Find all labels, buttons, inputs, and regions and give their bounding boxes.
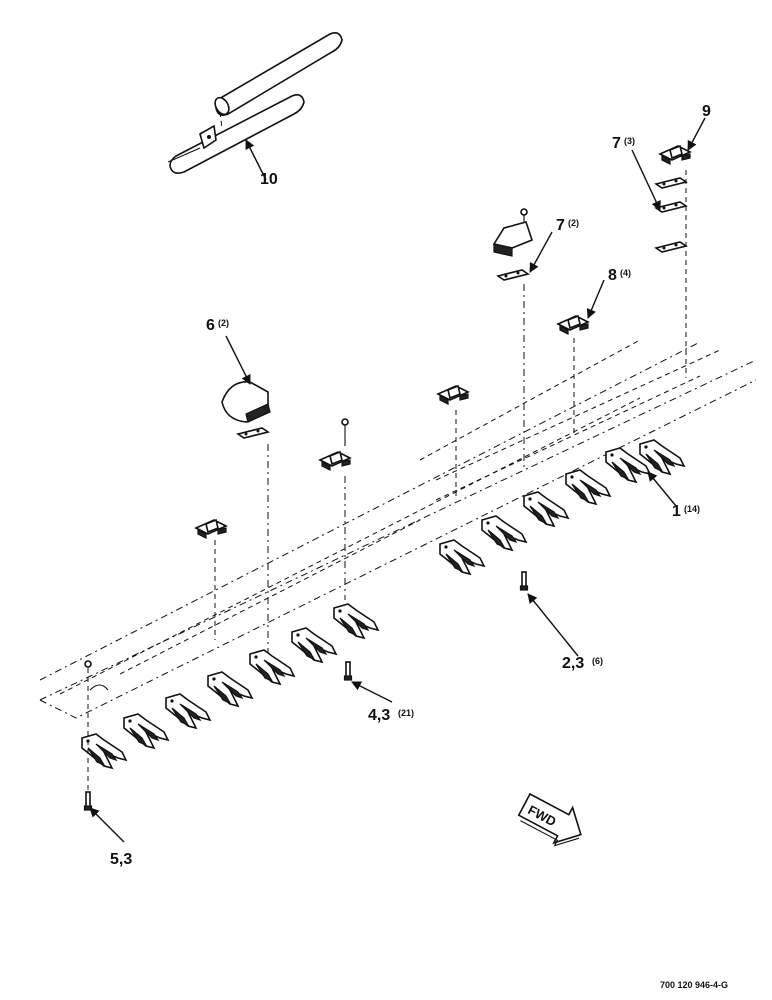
svg-text:7: 7: [556, 217, 565, 234]
svg-text:6: 6: [206, 317, 215, 334]
svg-text:(3): (3): [624, 136, 635, 146]
callout-7-qty-2: 7 (2): [556, 217, 579, 234]
callout-9: 9: [702, 103, 711, 120]
svg-text:(2): (2): [218, 318, 229, 328]
clip-stack-part: [655, 145, 691, 378]
svg-text:(2): (2): [568, 218, 579, 228]
svg-text:4,3: 4,3: [368, 707, 390, 724]
svg-text:7: 7: [612, 135, 621, 152]
bolts: [83, 571, 529, 811]
svg-text:10: 10: [260, 171, 278, 188]
svg-text:(4): (4): [620, 268, 631, 278]
bracket-part: [492, 208, 533, 470]
svg-text:(6): (6): [592, 656, 603, 666]
callout-5-3: 5,3: [110, 851, 132, 868]
callout-8: 8 (4): [608, 267, 631, 284]
svg-text:2,3: 2,3: [562, 655, 584, 672]
callout-10: 10: [260, 171, 278, 188]
svg-text:8: 8: [608, 267, 617, 284]
callout-6: 6 (2): [206, 317, 229, 334]
svg-text:5,3: 5,3: [110, 851, 132, 868]
svg-text:(21): (21): [398, 708, 414, 718]
drawing-number: 700 120 946-4-G: [659, 980, 728, 990]
svg-text:9: 9: [702, 103, 711, 120]
callout-1: 1 (14): [672, 503, 700, 520]
callout-7-qty-3: 7 (3): [612, 135, 635, 152]
cutterbar-outline: [39, 339, 757, 719]
hold-down-clip-part: [557, 315, 589, 436]
forward-direction-sign: FWD: [517, 792, 582, 847]
tube-assembly-part: [167, 32, 343, 174]
mid-clips: [195, 385, 469, 640]
svg-text:1: 1: [672, 503, 681, 520]
leader-lines: [89, 117, 706, 843]
callout-4-3: 4,3 (21): [368, 707, 414, 724]
bracket-part-left: [221, 381, 271, 660]
svg-text:(14): (14): [684, 504, 700, 514]
callout-2-3: 2,3 (6): [562, 655, 603, 672]
